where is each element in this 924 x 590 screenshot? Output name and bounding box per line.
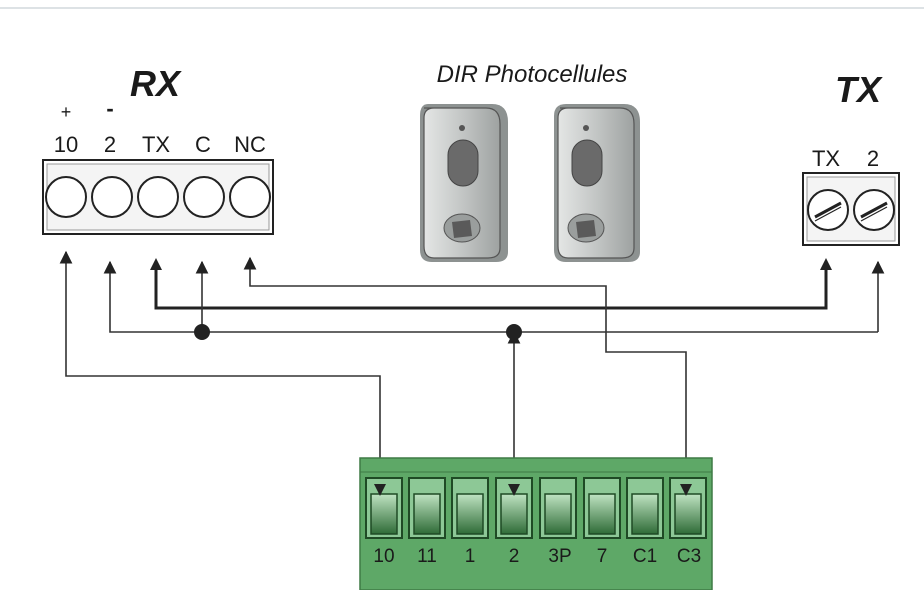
- board-terminal-label: 1: [465, 546, 476, 567]
- photocell-lens: [447, 139, 479, 187]
- rx-screw-terminal: [91, 176, 133, 218]
- wires: [59, 250, 885, 490]
- arrow-boardc3: [680, 484, 692, 496]
- rx-screw-terminal: [137, 176, 179, 218]
- board-terminal-label: C1: [633, 546, 657, 567]
- photocell-lens: [571, 139, 603, 187]
- wire-rx10-board10: [59, 250, 381, 490]
- board-terminal-label: 11: [417, 546, 437, 567]
- tx-terminal-label: 2: [867, 146, 879, 171]
- board-terminals: [365, 477, 707, 539]
- junction-dot: [194, 324, 210, 340]
- board-terminal: [365, 477, 403, 539]
- junction-dot: [506, 324, 522, 340]
- board-terminal: [408, 477, 446, 539]
- rx-terminal-label: NC: [234, 132, 266, 157]
- board-terminal-label: 10: [373, 546, 394, 567]
- diagram-title: DIR Photocellules: [437, 61, 628, 88]
- rx-terminal-label: C: [195, 132, 211, 157]
- wire-rxtx-txtx: [154, 262, 828, 310]
- arrow-board2: [508, 484, 520, 496]
- board-terminal: [626, 477, 664, 539]
- board-terminal-label: C3: [677, 546, 701, 567]
- board-terminal-label: 2: [509, 546, 520, 567]
- tx-terminal-block: [802, 172, 900, 246]
- board-terminal-label: 3P: [548, 546, 571, 567]
- rx-terminal-labels: 10 2 TX C NC: [54, 132, 266, 157]
- rx-terminal-label: 2: [104, 132, 116, 157]
- photocell-device-tx: [554, 104, 640, 262]
- board-terminal-labels: 10 11 1 2 3P 7 C1 C3: [373, 546, 701, 567]
- arrow-board10: [374, 484, 386, 496]
- rx-title: RX: [130, 63, 182, 104]
- rx-plus-label: +: [61, 102, 72, 122]
- tx-title: TX: [835, 69, 883, 110]
- rx-terminal-label: TX: [142, 132, 170, 157]
- photocell-device-rx: [420, 104, 508, 262]
- board-terminal: [495, 477, 533, 539]
- board-terminal: [451, 477, 489, 539]
- rx-terminal-label: 10: [54, 132, 78, 157]
- board-terminal: [583, 477, 621, 539]
- rx-terminal-block: [42, 159, 274, 235]
- board-terminal-label: 7: [597, 546, 608, 567]
- rx-screw-terminal: [229, 176, 271, 218]
- tx-terminal-label: TX: [812, 146, 840, 171]
- rx-screw-terminal: [45, 176, 87, 218]
- wire-common-2: [103, 260, 878, 333]
- board-terminal: [539, 477, 577, 539]
- tx-terminal-labels: TX 2: [812, 146, 879, 171]
- rx-minus-label: -: [106, 96, 113, 121]
- rx-screw-terminal: [183, 176, 225, 218]
- wire-rxnc-boardc3: [243, 256, 687, 490]
